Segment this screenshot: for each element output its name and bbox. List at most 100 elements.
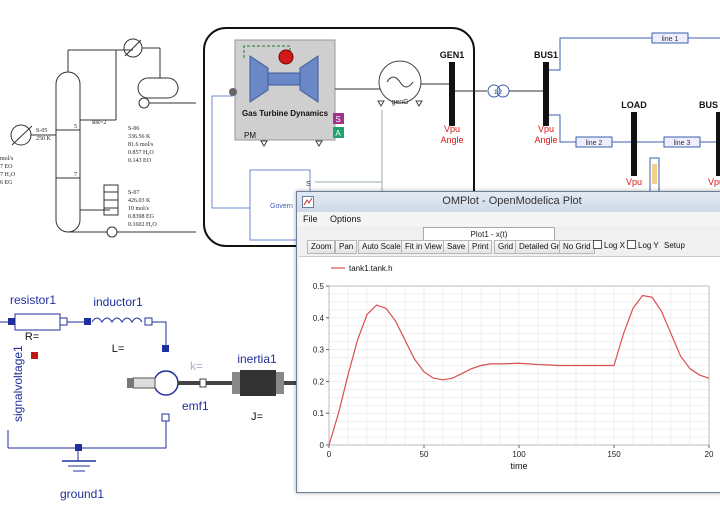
legend-label: tank1.tank.h: [349, 264, 393, 273]
menu-file[interactable]: File: [303, 214, 318, 224]
svg-text:426.03 K: 426.03 K: [128, 198, 151, 204]
svg-text:Vpu: Vpu: [444, 124, 460, 134]
gen1-bus[interactable]: [449, 62, 455, 126]
svg-text:7: 7: [74, 172, 77, 178]
svg-text:Gas Turbine Dynamics: Gas Turbine Dynamics: [242, 109, 329, 118]
save-button[interactable]: Save: [443, 240, 470, 254]
svg-text:Angle: Angle: [534, 135, 557, 145]
svg-text:RR=2: RR=2: [92, 120, 106, 126]
svg-text:0.857 H₂O: 0.857 H₂O: [128, 150, 154, 156]
svg-text:BUS1: BUS1: [534, 50, 558, 60]
distillation-labels: S-05 250 K S-06 336.56 K 81.6 mol/s 0.85…: [0, 120, 157, 228]
window-title: OMPlot - OpenModelica Plot: [442, 195, 582, 207]
fit-in-view-button[interactable]: Fit in View: [401, 240, 446, 254]
svg-text:line 1: line 1: [662, 36, 679, 43]
svg-text:GEN1: GEN1: [440, 50, 465, 60]
svg-text:PM: PM: [244, 131, 256, 140]
svg-text:S-06: S-06: [128, 126, 139, 132]
svg-text:line 3: line 3: [674, 140, 691, 147]
omplot-window[interactable]: OMPlot - OpenModelica Plot File Options …: [296, 191, 720, 493]
heat-port[interactable]: [31, 352, 38, 359]
distillation-diagram: [10, 38, 196, 238]
bus1[interactable]: [543, 62, 549, 126]
svg-text:line 2: line 2: [586, 140, 603, 147]
y-tick-label: 0.4: [313, 314, 325, 323]
svg-text:S: S: [306, 181, 311, 188]
svg-text:0.1602 H₂O: 0.1602 H₂O: [128, 222, 157, 228]
plot-toolbar: Zoom Pan Auto Scale Fit in View Save Pri…: [299, 240, 720, 254]
svg-text:250 K: 250 K: [36, 136, 52, 142]
svg-text:0.143 EO: 0.143 EO: [128, 158, 152, 164]
svg-text:81.6 mol/s: 81.6 mol/s: [128, 142, 154, 148]
svg-text:inertia1: inertia1: [237, 352, 277, 366]
y-tick-label: 0.3: [313, 346, 325, 355]
circuit-diagram: resistor1 R= inductor1 L= emf1 k= signal…: [0, 293, 296, 501]
svg-text:ground1: ground1: [60, 487, 104, 501]
svg-text:Angle: Angle: [440, 135, 463, 145]
auto-scale-button[interactable]: Auto Scale: [358, 240, 405, 254]
transformer-icon[interactable]: [487, 84, 501, 98]
tab-plot1[interactable]: Plot1 - x(t): [423, 227, 555, 241]
svg-text:336.56 K: 336.56 K: [128, 134, 151, 140]
svg-text:genG: genG: [391, 99, 408, 106]
resistor-icon[interactable]: [14, 313, 61, 331]
pan-button[interactable]: Pan: [335, 240, 358, 254]
omplot-app-icon: [302, 196, 314, 208]
series-line: [328, 294, 710, 446]
svg-text:Vpu: Vpu: [708, 177, 720, 187]
load-bus[interactable]: [631, 112, 637, 176]
svg-text:L=: L=: [112, 343, 125, 355]
svg-text:1|2: 1|2: [494, 90, 503, 96]
y-tick-label: 0.5: [313, 282, 325, 291]
svg-text:inductor1: inductor1: [93, 295, 143, 309]
x-tick-label: 100: [512, 450, 526, 459]
detailed-grid-button[interactable]: Detailed Grid: [515, 240, 570, 254]
svg-text:7 H₂O: 7 H₂O: [0, 172, 16, 178]
svg-text:J=: J=: [251, 411, 263, 423]
emf-icon[interactable]: [153, 370, 179, 396]
svg-text:7 EO: 7 EO: [0, 164, 13, 170]
s-badge: [333, 113, 344, 124]
log-x-checkbox[interactable]: Log X: [590, 240, 628, 252]
bus-cut[interactable]: [716, 112, 720, 176]
svg-text:Vpu: Vpu: [626, 177, 642, 187]
log-y-checkbox[interactable]: Log Y: [624, 240, 662, 252]
svg-text:R=: R=: [25, 331, 39, 343]
svg-text:k=: k=: [190, 359, 203, 373]
svg-text:resistor1: resistor1: [10, 293, 56, 307]
svg-text:S-07: S-07: [128, 190, 139, 196]
svg-text:5: 5: [74, 124, 77, 130]
turbine-status-indicator: [278, 49, 294, 65]
bottom-pump-icon: [106, 226, 118, 238]
menu-options[interactable]: Options: [330, 214, 362, 224]
svg-text:S-05: S-05: [36, 128, 47, 134]
no-grid-button[interactable]: No Grid: [559, 240, 595, 254]
svg-text:signalvoltage1: signalvoltage1: [11, 345, 25, 422]
setup-button[interactable]: Setup: [664, 241, 685, 250]
reflux-drum: [137, 77, 179, 99]
svg-text:mol/s: mol/s: [0, 156, 14, 162]
svg-text:Govern: Govern: [270, 203, 293, 210]
svg-text:10 mol/s: 10 mol/s: [128, 206, 150, 212]
x-axis-label: time: [510, 461, 527, 471]
menu-bar: File Options: [297, 212, 720, 226]
print-button[interactable]: Print: [468, 240, 493, 254]
x-tick-label: 50: [420, 450, 429, 459]
title-bar[interactable]: OMPlot - OpenModelica Plot: [297, 192, 720, 213]
pump-icon: [138, 97, 150, 109]
zoom-button[interactable]: Zoom: [307, 240, 336, 254]
svg-text:Vpu: Vpu: [538, 124, 554, 134]
grid-button[interactable]: Grid: [494, 240, 518, 254]
turbine-input-port[interactable]: [229, 88, 237, 96]
inductor-icon[interactable]: [91, 317, 143, 323]
svg-text:A: A: [335, 129, 341, 138]
distillation-column: [55, 71, 81, 233]
svg-text:LOAD: LOAD: [621, 100, 647, 110]
heat-exchanger-icon: [10, 124, 32, 146]
inertia-icon[interactable]: [240, 370, 276, 396]
svg-text:6 EG: 6 EG: [0, 180, 13, 186]
a-badge: [333, 127, 344, 138]
